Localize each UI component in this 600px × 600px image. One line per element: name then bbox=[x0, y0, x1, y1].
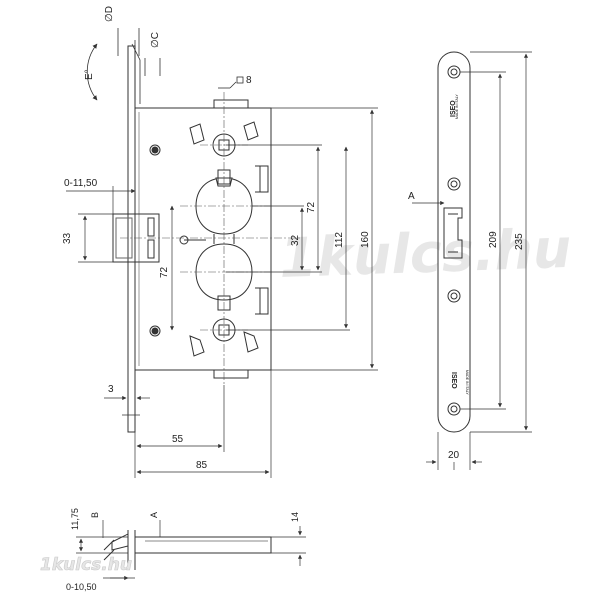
faceplate-hole-upper bbox=[447, 177, 461, 191]
case-screw-bottom-ring bbox=[149, 325, 161, 337]
faceplate-dims bbox=[412, 51, 532, 470]
bottom-view-labels: 11,75 B A 14 0-10,50 bbox=[66, 508, 300, 592]
label-dim-112: 112 bbox=[334, 232, 345, 248]
centerlines bbox=[120, 92, 300, 385]
bottom-dim-11-75: 11,75 bbox=[70, 508, 80, 530]
faceplate-outline bbox=[437, 51, 471, 433]
bottom-view bbox=[76, 520, 306, 581]
angle-detail bbox=[86, 28, 161, 104]
label-dim-160: 160 bbox=[360, 231, 371, 248]
cylinder-neck bbox=[213, 234, 235, 244]
label-dim-72-lower: 72 bbox=[159, 266, 170, 278]
bottom-dims bbox=[76, 520, 306, 581]
case-screw-bottom bbox=[151, 327, 159, 335]
label-dim-55: 55 bbox=[172, 434, 184, 445]
faceplate-brand-top: ISEO bbox=[450, 100, 457, 117]
bottom-case bbox=[134, 536, 272, 554]
faceplate-screw-top-inner bbox=[450, 68, 458, 76]
faceplate-screw-top bbox=[447, 65, 461, 79]
faceplate-dim-209: 209 bbox=[488, 231, 499, 248]
case-bottom-tab bbox=[213, 370, 249, 379]
case-screw-top-ring bbox=[149, 144, 161, 156]
faceplate-dim-235: 235 bbox=[514, 233, 525, 250]
bottom-latch-strokes bbox=[103, 539, 115, 561]
side-view-labels: ∅D ∅C E° 8 0-11,50 33 72 72 32 112 160 3… bbox=[62, 6, 371, 471]
spring-piece-1 bbox=[189, 123, 205, 145]
side-spring-bottom bbox=[259, 287, 269, 315]
faceplate-made-top: MADE IN ITALY bbox=[455, 94, 459, 119]
watermark-center-text: 1kulcs.hu bbox=[278, 217, 572, 290]
faceplate-view bbox=[412, 51, 532, 470]
spring-piece-4 bbox=[243, 331, 259, 353]
faceplate-latch-window bbox=[443, 207, 463, 259]
label-dim-32: 32 bbox=[290, 234, 301, 246]
faceplate-brand-bottom: ISEO bbox=[450, 372, 457, 389]
faceplate-labels: ISEO MADE IN ITALY ISEO MADE IN ITALY A … bbox=[408, 94, 525, 461]
spring-piece-2 bbox=[243, 121, 259, 141]
bottom-dim-14: 14 bbox=[290, 512, 300, 522]
spring-piece-3 bbox=[189, 335, 205, 357]
side-view bbox=[66, 28, 378, 478]
latch-spring-bottom bbox=[147, 239, 155, 259]
faceplate-dim-20: 20 bbox=[448, 450, 460, 461]
bottom-dim-0-10-50: 0-10,50 bbox=[66, 582, 97, 592]
faceplate-hole-lower-inner bbox=[450, 292, 458, 300]
label-dim-85: 85 bbox=[196, 460, 208, 471]
label-thickness-3: 3 bbox=[108, 384, 114, 395]
bottom-latch bbox=[111, 533, 129, 551]
label-dim-72-upper: 72 bbox=[306, 201, 317, 213]
label-backset-range: 0-11,50 bbox=[64, 178, 98, 189]
faceplate-made-bottom: MADE IN ITALY bbox=[465, 370, 469, 395]
case-screw-top bbox=[151, 146, 159, 154]
faceplate-screw-bottom-inner bbox=[450, 405, 458, 413]
bottom-label-a: A bbox=[149, 512, 159, 518]
bottom-label-b: B bbox=[90, 512, 100, 518]
label-diameter-c: ∅C bbox=[150, 32, 161, 48]
faceplate-hole-upper-inner bbox=[450, 180, 458, 188]
faceplate-hole-lower bbox=[447, 289, 461, 303]
faceplate-latch-lines bbox=[448, 213, 458, 253]
faceplate-label-a: A bbox=[408, 191, 415, 202]
dimension-lines bbox=[66, 107, 378, 478]
watermark-corner: 1kulcs.hu bbox=[40, 555, 132, 575]
label-diameter-d: ∅D bbox=[104, 6, 115, 22]
label-square: 8 bbox=[246, 75, 252, 86]
side-spring-top bbox=[259, 165, 269, 193]
label-angle-e: E° bbox=[84, 69, 95, 80]
faceplate-screw-bottom bbox=[447, 402, 461, 416]
case-top-tab bbox=[213, 99, 249, 108]
label-height-33: 33 bbox=[62, 232, 73, 244]
latch-spring-top bbox=[147, 217, 155, 237]
square-detail bbox=[218, 76, 244, 89]
watermark-center: 1kulcs.hu bbox=[278, 217, 572, 290]
side-spring-tabs bbox=[255, 165, 260, 315]
